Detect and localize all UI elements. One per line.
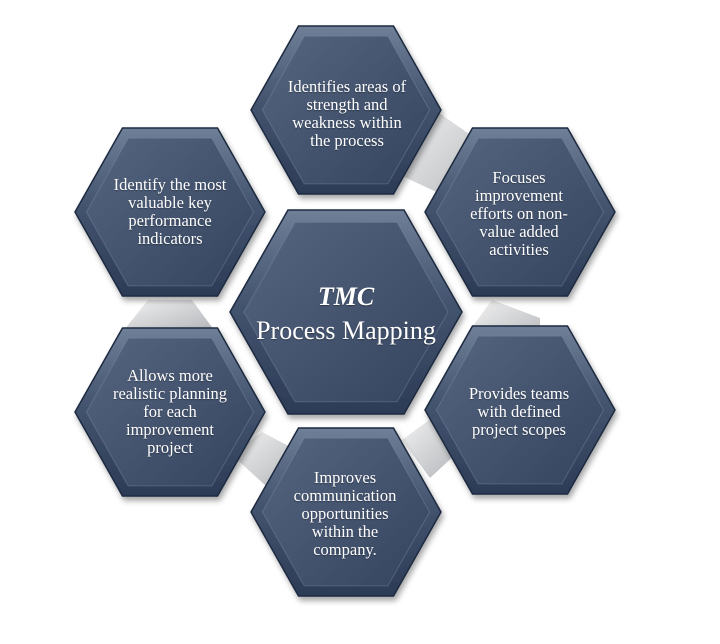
hexagon-upper-right [424, 127, 616, 297]
connector-bottom-to-lower-left [232, 432, 300, 486]
connector-lower-left-to-upper-left [124, 300, 214, 330]
hexagon-lower-left [74, 327, 266, 497]
hexagon-center-bevel [243, 221, 449, 403]
hexagon-layer [74, 25, 616, 597]
hexagon-upper-right-bevel [435, 137, 605, 287]
hexagon-lower-right-bevel [435, 335, 605, 485]
hexagon-top-bevel [261, 35, 431, 185]
hexagon-bottom-bevel [261, 437, 431, 587]
hexagon-upper-left-bevel [85, 137, 255, 287]
connector-lower-right-to-bottom [402, 418, 458, 478]
hexagon-center [229, 209, 463, 415]
hexagon-upper-left [74, 127, 266, 297]
hexagon-lower-left-bevel [85, 337, 255, 487]
hexagon-bottom [250, 427, 442, 597]
hexagon-lower-right [424, 325, 616, 495]
hexagon-top [250, 25, 442, 195]
